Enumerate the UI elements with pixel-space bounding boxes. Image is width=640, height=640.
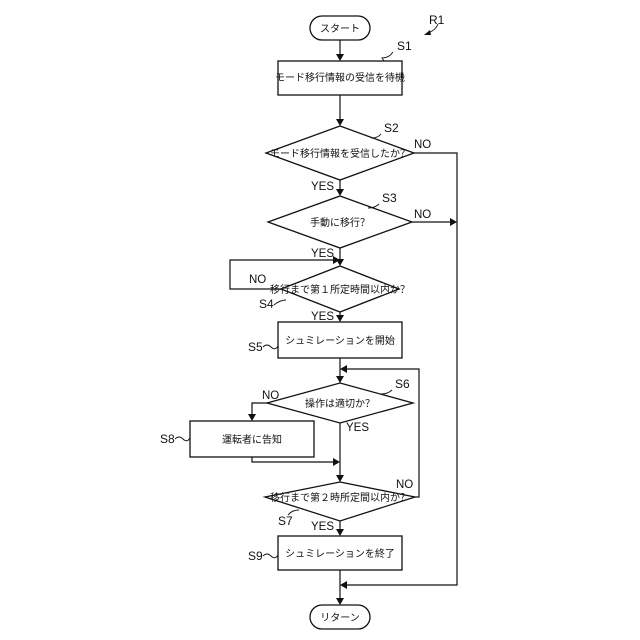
s9-tag-leader (263, 554, 278, 558)
s2-tag: S2 (384, 121, 399, 135)
s7-tag: S7 (278, 514, 293, 528)
s5-tag-leader (263, 345, 278, 349)
s4-label: 移行まで第１所定時間以内か？ (270, 283, 410, 296)
s1-tag: S1 (397, 39, 412, 53)
s7-yes-label: YES (311, 521, 334, 533)
s2-label: モード移行情報を受信したか？ (270, 147, 410, 160)
s9-tag: S9 (248, 549, 263, 563)
s5-tag: S5 (248, 340, 263, 354)
s4-yes-label: YES (311, 311, 334, 323)
s6-no-label: NO (262, 390, 279, 402)
s6-label: 操作は適切か？ (305, 397, 375, 410)
s7-label: 移行まで第２時所定間以内か？ (270, 491, 410, 504)
s8-label: 運転者に告知 (222, 433, 282, 446)
s5-label: シュミレーションを開始 (285, 334, 395, 347)
arrowhead-s5-s6 (336, 376, 344, 383)
s4-no-label: NO (249, 274, 266, 286)
s3-label: 手動に移行？ (310, 216, 370, 229)
s4-tag-leader (274, 300, 286, 305)
s3-tag: S3 (382, 191, 397, 205)
s6-tag: S6 (395, 377, 410, 391)
s3-no-label: NO (414, 209, 431, 221)
start-label: スタート (320, 23, 360, 35)
s2-no-label: NO (414, 139, 431, 151)
arrowhead-s6-s7 (336, 475, 344, 482)
arrowhead-s2-s3 (336, 189, 344, 196)
s9-label: シュミレーションを終了 (285, 547, 395, 560)
arrowhead-right-merge (340, 581, 347, 589)
s2-yes-label: YES (311, 181, 334, 193)
s6-yes-label: YES (346, 422, 369, 434)
s7-no-label: NO (396, 479, 413, 491)
arrowhead-start-s1 (336, 54, 344, 61)
arrowhead-s3-no (450, 218, 457, 226)
arrowhead-s7-no-loop (340, 365, 347, 373)
s1-label: モード移行情報の受信を待機 (275, 71, 405, 84)
end-label: リターン (320, 612, 360, 624)
figure-label: R1 (429, 13, 445, 27)
figure-label-arrowhead (424, 30, 431, 35)
arrowhead-s7-s9 (336, 529, 344, 536)
s1-tag-leader (382, 52, 393, 61)
s8-tag: S8 (160, 432, 175, 446)
arrowhead-s8-merge (333, 458, 340, 466)
arrowhead-s6-no-s8 (248, 414, 256, 421)
arrowhead-s1-s2 (336, 119, 344, 126)
arrowhead-s9-end (336, 598, 344, 605)
edge-s8-merge (252, 457, 333, 462)
s4-tag: S4 (259, 297, 274, 311)
s3-yes-label: YES (311, 248, 334, 260)
s8-tag-leader (175, 437, 190, 441)
s6-tag-leader (381, 390, 392, 394)
arrowhead-s4-s5 (336, 315, 344, 322)
